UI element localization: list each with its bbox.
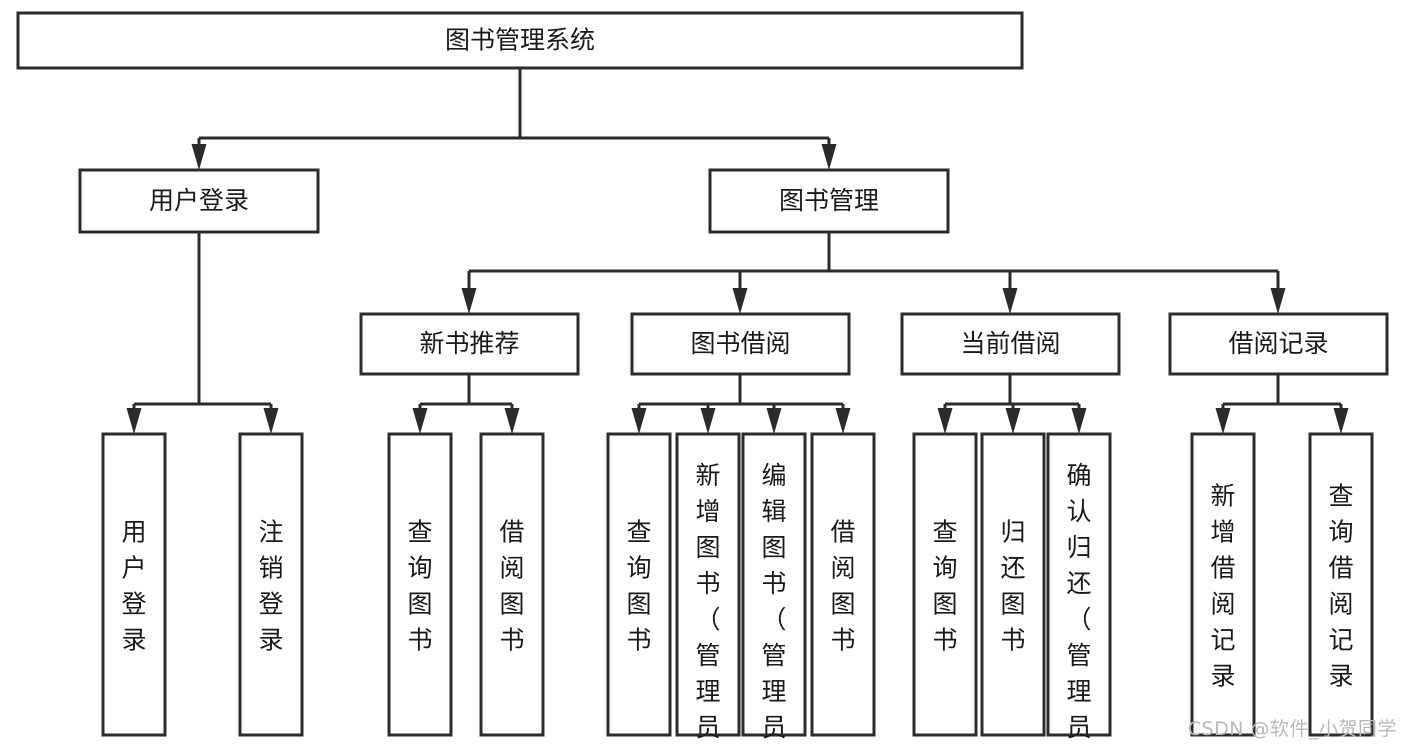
- arrow-head-icon: [412, 408, 428, 434]
- arrow-head-icon: [821, 144, 837, 170]
- node-leaf-return-book[interactable]: 归还图书: [980, 432, 1046, 737]
- arrow-head-icon: [631, 408, 647, 434]
- node-box: [606, 432, 672, 737]
- arrow-head-icon: [461, 288, 477, 314]
- node-box: [1308, 432, 1374, 737]
- arrow-head-icon: [835, 408, 851, 434]
- arrow-head-icon: [126, 408, 142, 434]
- arrow-head-icon: [1270, 288, 1286, 314]
- arrow-head-icon: [263, 408, 279, 434]
- node-user-login[interactable]: 用户登录: [78, 168, 320, 234]
- node-leaf-user-login[interactable]: 用户登录: [101, 432, 167, 737]
- node-label: 新增借阅记录: [1210, 482, 1235, 691]
- node-current-borrow[interactable]: 当前借阅: [900, 312, 1121, 376]
- conn-borrowrecord-to-leaves: [1215, 374, 1349, 434]
- node-label: 借阅图书: [830, 518, 855, 655]
- node-leaf-query-book-rec[interactable]: 查询图书: [387, 432, 453, 737]
- node-label: 查询图书: [407, 518, 432, 655]
- node-leaf-query-book-current[interactable]: 查询图书: [912, 432, 978, 737]
- node-leaf-query-borrow-record[interactable]: 查询借阅记录: [1308, 432, 1374, 737]
- node-label: 用户登录: [121, 518, 146, 655]
- node-box: [810, 432, 876, 737]
- node-label: 注销登录: [258, 518, 283, 655]
- node-label: 查询借阅记录: [1328, 482, 1353, 691]
- node-book-manage[interactable]: 图书管理: [708, 168, 950, 234]
- node-leaf-borrow-book-rec[interactable]: 借阅图书: [479, 432, 545, 737]
- node-label: 新书推荐: [419, 329, 519, 358]
- node-box: [675, 432, 741, 737]
- conn-bookborrow-to-leaves: [631, 374, 851, 434]
- nodes-layer: 图书管理系统用户登录图书管理新书推荐图书借阅当前借阅借阅记录用户登录注销登录查询…: [16, 11, 1389, 747]
- node-box: [238, 432, 304, 737]
- arrow-head-icon: [191, 144, 207, 170]
- node-label: 查询图书: [932, 518, 957, 655]
- node-new-book-recommend[interactable]: 新书推荐: [359, 312, 580, 376]
- node-box: [1168, 312, 1389, 376]
- node-label: 图书借阅: [690, 329, 790, 358]
- node-box: [16, 11, 1024, 70]
- arrow-head-icon: [1005, 408, 1021, 434]
- node-box: [101, 432, 167, 737]
- node-label: 图书管理: [779, 186, 879, 215]
- node-box: [1190, 432, 1256, 737]
- node-label: 用户登录: [149, 186, 249, 215]
- node-label: 归还图书: [1000, 518, 1025, 655]
- node-label: 编辑图书（管理员）: [761, 461, 786, 747]
- node-box: [912, 432, 978, 737]
- node-box: [980, 432, 1046, 737]
- conn-userlogin-to-leaves: [126, 232, 279, 434]
- node-root[interactable]: 图书管理系统: [16, 11, 1024, 70]
- arrow-head-icon: [700, 408, 716, 434]
- node-box: [900, 312, 1121, 376]
- node-label: 新增图书（管理员）: [695, 461, 720, 747]
- arrow-head-icon: [1071, 408, 1087, 434]
- node-book-borrow[interactable]: 图书借阅: [630, 312, 851, 376]
- node-box: [387, 432, 453, 737]
- conn-currentborrow-to-leaves: [937, 374, 1087, 434]
- node-leaf-edit-book-admin[interactable]: 编辑图书（管理员）: [741, 432, 807, 747]
- node-label: 借阅图书: [499, 518, 524, 655]
- node-box: [1046, 432, 1112, 737]
- arrow-head-icon: [732, 288, 748, 314]
- node-box: [741, 432, 807, 737]
- node-box: [479, 432, 545, 737]
- node-leaf-borrow-book[interactable]: 借阅图书: [810, 432, 876, 737]
- arrow-head-icon: [766, 408, 782, 434]
- node-box: [78, 168, 320, 234]
- arrow-head-icon: [1333, 408, 1349, 434]
- conn-bookmanage-to-level3: [461, 232, 1286, 314]
- node-label: 查询图书: [626, 518, 651, 655]
- node-borrow-record[interactable]: 借阅记录: [1168, 312, 1389, 376]
- conn-newbook-to-leaves: [412, 374, 520, 434]
- arrow-head-icon: [504, 408, 520, 434]
- node-box: [359, 312, 580, 376]
- connectors-layer: [126, 68, 1349, 434]
- arrow-head-icon: [1002, 288, 1018, 314]
- node-leaf-add-book-admin[interactable]: 新增图书（管理员）: [675, 432, 741, 747]
- node-label: 当前借阅: [960, 329, 1060, 358]
- node-leaf-user-logout[interactable]: 注销登录: [238, 432, 304, 737]
- arrow-head-icon: [937, 408, 953, 434]
- node-leaf-add-borrow-record[interactable]: 新增借阅记录: [1190, 432, 1256, 737]
- node-label: 借阅记录: [1228, 329, 1328, 358]
- node-leaf-confirm-return-admin[interactable]: 确认归还（管理员）: [1046, 432, 1112, 747]
- node-leaf-query-book-borrow[interactable]: 查询图书: [606, 432, 672, 737]
- node-box: [708, 168, 950, 234]
- node-label: 图书管理系统: [445, 26, 595, 55]
- conn-root-to-level2: [191, 68, 837, 170]
- node-box: [630, 312, 851, 376]
- node-label: 确认归还（管理员）: [1066, 461, 1091, 747]
- arrow-head-icon: [1215, 408, 1231, 434]
